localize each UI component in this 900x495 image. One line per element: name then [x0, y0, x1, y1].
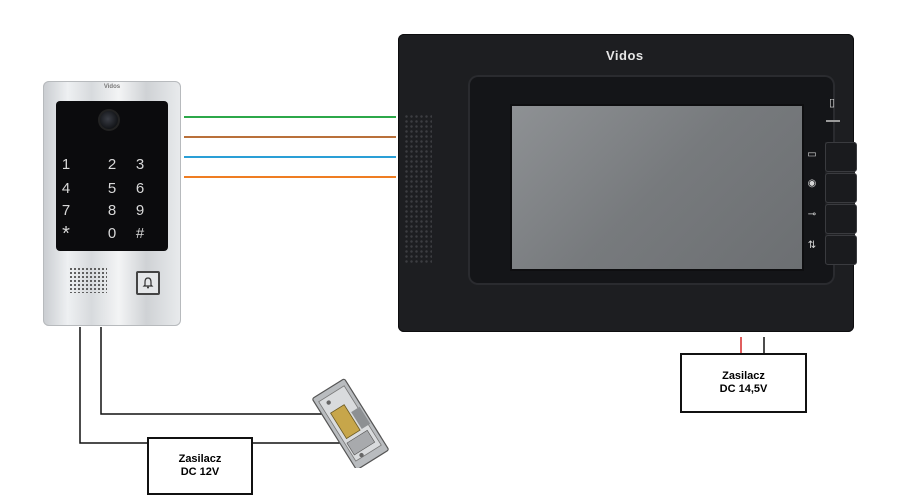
key-icon: ⊸ — [807, 209, 817, 220]
lock-wire-top — [100, 327, 336, 415]
intercom-button[interactable] — [825, 142, 857, 172]
keypad: 1 2 3 4 5 6 7 8 9 * 0 # — [56, 101, 168, 251]
psu-monitor-voltage: DC 14,5V — [719, 383, 768, 395]
indoor-monitor: Vidos ▯ ▭ ◉ ⊸ ⇅ — [398, 34, 857, 332]
speaker-grille — [69, 267, 107, 293]
psu-monitor-label: Zasilacz — [722, 370, 765, 382]
power-supply-monitor: Zasilacz DC 14,5V — [680, 353, 807, 413]
key-star[interactable]: * — [62, 223, 70, 245]
unlock-icon: ⇅ — [807, 240, 817, 251]
key-2[interactable]: 2 — [107, 156, 117, 173]
key-5[interactable]: 5 — [107, 180, 117, 197]
power-indicator — [826, 120, 840, 122]
intercom-icon: ▭ — [807, 149, 817, 160]
key-1[interactable]: 1 — [61, 156, 71, 173]
outdoor-brand: Vidos — [103, 84, 121, 90]
key-9[interactable]: 9 — [135, 202, 145, 219]
psu-lock-label: Zasilacz — [178, 453, 222, 465]
psu-lock-voltage: DC 12V — [180, 466, 220, 478]
call-button[interactable] — [136, 271, 160, 295]
key-8[interactable]: 8 — [107, 202, 117, 219]
camera-lens-icon — [98, 109, 120, 131]
talk-button[interactable] — [825, 235, 857, 265]
bell-icon — [142, 277, 154, 289]
key-7[interactable]: 7 — [61, 202, 71, 219]
key-6[interactable]: 6 — [135, 180, 145, 197]
monitor-speaker-grille — [404, 114, 432, 264]
monitor-icon: ◉ — [807, 178, 817, 189]
power-icon: ▯ — [828, 97, 836, 109]
key-0[interactable]: 0 — [107, 225, 117, 242]
monitor-screen — [510, 104, 804, 271]
monitor-button-panel — [825, 142, 857, 265]
monitor-button[interactable] — [825, 173, 857, 203]
key-4[interactable]: 4 — [61, 180, 71, 197]
outdoor-station: Vidos 1 2 3 4 5 6 7 8 9 * 0 # — [43, 81, 181, 326]
electric-strike-lock — [312, 378, 389, 468]
key-hash[interactable]: # — [135, 225, 145, 242]
lock-wire-bottom — [79, 327, 148, 444]
monitor-brand: Vidos — [606, 48, 644, 63]
unlock-key-button[interactable] — [825, 204, 857, 234]
power-supply-lock: Zasilacz DC 12V — [147, 437, 253, 495]
key-3[interactable]: 3 — [135, 156, 145, 173]
